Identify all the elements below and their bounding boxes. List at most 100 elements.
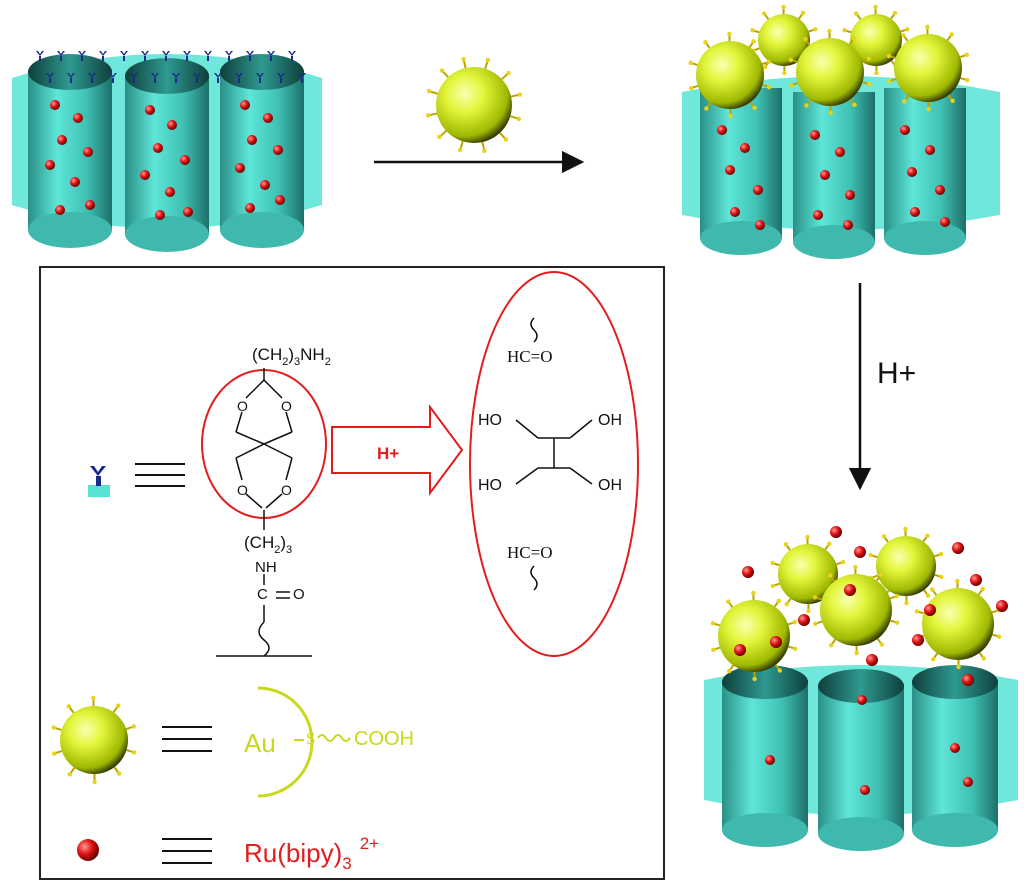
amide-nh: NH [255, 559, 277, 576]
cargo-dot [970, 574, 982, 586]
ligand-tip [981, 587, 985, 591]
ligand-tip [728, 114, 732, 118]
ligand-tip [930, 587, 934, 591]
ligand-tip [486, 58, 490, 62]
ligand-tip [778, 668, 782, 672]
ligand-tip [841, 560, 845, 564]
msn-capped [682, 5, 1000, 259]
ligand-tip [482, 149, 486, 153]
cargo-dot [742, 566, 754, 578]
ligand-tip [437, 135, 441, 139]
cargo-dot [247, 135, 257, 145]
ligand-tip [803, 37, 807, 41]
acid-step: H+ [860, 283, 916, 488]
msn-released [704, 526, 1018, 851]
ligand-tip [67, 704, 71, 708]
pore-tube [220, 54, 304, 248]
ligand-tip [902, 99, 906, 103]
cargo-dot [940, 217, 950, 227]
legend-box: (CH2)3NH2 [40, 267, 664, 879]
ligand-tip [887, 79, 891, 83]
cargo-dot [717, 125, 727, 135]
ligand-tip [880, 642, 884, 646]
ligand-tip [781, 5, 785, 9]
ligand-tip [867, 82, 871, 86]
ligand-tip [813, 622, 817, 626]
ligand-tip [950, 99, 954, 103]
cargo-dot [50, 100, 60, 110]
cargo-dot [935, 185, 945, 195]
ligand-tip [903, 527, 907, 531]
ligand-tip [703, 40, 707, 44]
carboxyl-label: COOH [354, 728, 414, 750]
cargo-dot [240, 100, 250, 110]
ligand-tip [770, 561, 774, 565]
ligand-tip [518, 92, 522, 96]
ligand-tip [517, 117, 521, 121]
ligand-tip [789, 58, 793, 62]
ligand-tip [727, 32, 731, 36]
linker [120, 51, 128, 56]
gold-nanoparticle [718, 600, 790, 672]
ligand-tip [68, 772, 72, 776]
carbonyl-oxygen: O [293, 586, 305, 603]
carbonyl-carbon: C [257, 586, 268, 603]
ligand-tip [704, 106, 708, 110]
legend-frame [40, 267, 664, 879]
cargo-dot [996, 600, 1008, 612]
ligand-tip [777, 599, 781, 603]
ligand-tip [92, 780, 96, 784]
ligand-tip [793, 647, 797, 651]
gold-label: Au [244, 728, 276, 758]
ligand-tip [904, 601, 908, 605]
ligand-tip [895, 621, 899, 625]
cargo-dot [900, 125, 910, 135]
thiol-label: S [306, 729, 315, 748]
ligand-tip [689, 61, 693, 65]
ligand-tip [926, 593, 930, 597]
pore-tube [125, 58, 209, 252]
ring-oxygen: O [237, 482, 248, 498]
cargo-dot [950, 743, 960, 753]
cargo-dot [275, 195, 285, 205]
ligand-tip [806, 609, 810, 613]
linker [288, 51, 296, 56]
cargo-dot [844, 584, 856, 596]
cargo-dot [843, 220, 853, 230]
ligand-tip [727, 669, 731, 673]
ligand-tip [851, 36, 855, 40]
cargo-dot [854, 546, 866, 558]
ligand-tip [828, 111, 832, 115]
ring-oxygen: O [237, 398, 248, 414]
hydrolysis-arrow-label: H+ [377, 444, 399, 463]
cargo-dot [77, 839, 99, 861]
ligand-tip [132, 724, 136, 728]
ligand-tip [956, 665, 960, 669]
msn-loaded [12, 51, 322, 252]
hydroxyl-label: HO [478, 412, 502, 429]
cargo-dot [835, 147, 845, 157]
ligand-tip [117, 771, 121, 775]
hydroxyl-label: HO [478, 477, 502, 494]
cargo-dot [260, 180, 270, 190]
gold-nanoparticle [876, 536, 936, 596]
ligand-tip [854, 11, 858, 15]
cargo-dot [45, 160, 55, 170]
aldehyde-bottom: HC=O [507, 543, 552, 562]
ligand-tip [931, 657, 935, 661]
cargo-dot [857, 695, 867, 705]
ligand-tip [784, 602, 788, 606]
ligand-tip [895, 594, 899, 598]
cargo-dot [145, 105, 155, 115]
capping-step [374, 57, 582, 162]
acid-arrow-label: H+ [877, 357, 916, 390]
ligand-tip [925, 25, 929, 29]
ligand-tip [689, 86, 693, 90]
ligand-tip [893, 11, 897, 15]
ligand-tip [767, 85, 771, 89]
ligand-tip [752, 677, 756, 681]
ligand-tip [752, 106, 756, 110]
ligand-tip [426, 113, 430, 117]
cargo-dot [765, 755, 775, 765]
